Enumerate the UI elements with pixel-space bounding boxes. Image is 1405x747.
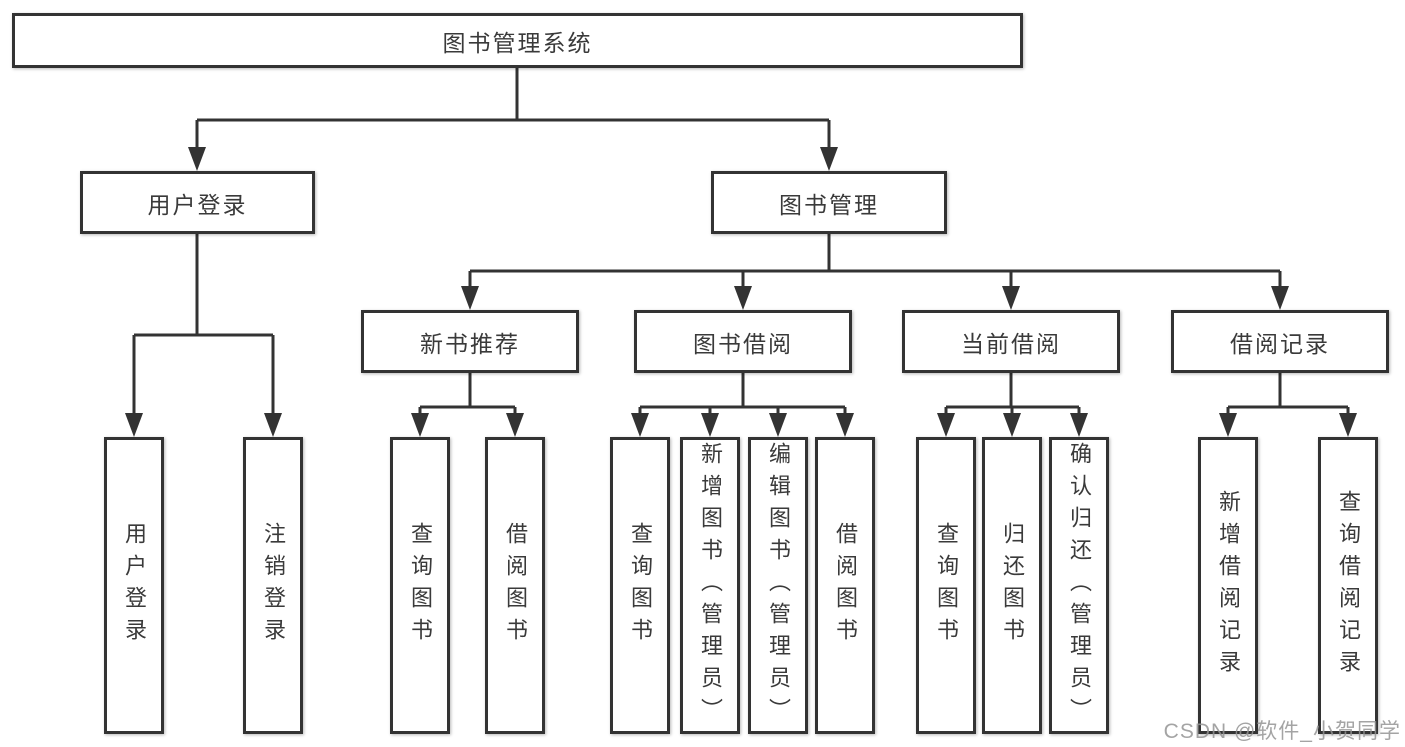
node-library-management-system: 图书管理系统 <box>12 13 1023 68</box>
connector-strokes <box>132 66 1350 418</box>
connector-newrec-to-leaves <box>418 372 517 418</box>
connector-borrow-to-leaves <box>638 372 847 418</box>
csdn-watermark: CSDN @软件_小贺同学 <box>1163 720 1401 743</box>
node-label: 用户登录 <box>147 191 248 218</box>
node-borrowing-records: 借阅记录 <box>1171 310 1389 373</box>
connector-root-to-level2 <box>195 66 831 152</box>
node-new-book-recommend: 新书推荐 <box>361 310 579 373</box>
leaf-borrow-borrow-books: 借阅图书 <box>815 437 875 734</box>
leaf-records-query-record: 查询借阅记录 <box>1318 437 1378 734</box>
leaf-current-return-books: 归还图书 <box>982 437 1042 734</box>
node-label: 确认归还（管理员） <box>1067 441 1092 730</box>
node-label: 图书管理系统 <box>442 29 593 56</box>
node-book-borrowing: 图书借阅 <box>634 310 852 373</box>
leaf-user-login: 用户登录 <box>104 437 164 734</box>
node-label: 注销登录 <box>261 521 286 650</box>
node-label: 借阅图书 <box>833 521 858 650</box>
leaf-borrow-query-books: 查询图书 <box>610 437 670 734</box>
node-label: 借阅记录 <box>1230 330 1330 357</box>
leaf-newrec-borrow-books: 借阅图书 <box>485 437 545 734</box>
leaf-borrow-add-books-admin: 新增图书（管理员） <box>680 437 740 734</box>
node-label: 新书推荐 <box>420 330 520 357</box>
arrowheads <box>125 147 1357 437</box>
leaf-records-add-record: 新增借阅记录 <box>1198 437 1258 734</box>
node-book-management: 图书管理 <box>711 171 947 234</box>
node-label: 图书借阅 <box>693 330 793 357</box>
leaf-newrec-query-books: 查询图书 <box>390 437 450 734</box>
node-label: 借阅图书 <box>503 521 528 650</box>
connector-bookmgmt-to-level3 <box>468 233 1282 291</box>
node-label: 新增图书（管理员） <box>698 441 723 730</box>
node-label: 图书管理 <box>779 191 879 218</box>
leaf-current-confirm-return-admin: 确认归还（管理员） <box>1049 437 1109 734</box>
connector-current-to-leaves <box>944 372 1081 418</box>
node-user-login: 用户登录 <box>80 171 315 234</box>
leaf-borrow-edit-books-admin: 编辑图书（管理员） <box>748 437 808 734</box>
leaf-logout: 注销登录 <box>243 437 303 734</box>
node-label: 归还图书 <box>1000 521 1025 650</box>
node-label: 用户登录 <box>122 521 147 650</box>
node-label: 查询图书 <box>628 521 653 650</box>
connector-userlogin-to-leaves <box>132 233 275 418</box>
node-label: 查询图书 <box>408 521 433 650</box>
node-label: 查询图书 <box>934 521 959 650</box>
node-current-borrowing: 当前借阅 <box>902 310 1120 373</box>
node-label: 当前借阅 <box>961 330 1061 357</box>
connector-records-to-leaves <box>1226 372 1350 418</box>
node-label: 新增借阅记录 <box>1216 489 1241 682</box>
node-label: 查询借阅记录 <box>1336 489 1361 682</box>
node-label: 编辑图书（管理员） <box>766 441 791 730</box>
leaf-current-query-books: 查询图书 <box>916 437 976 734</box>
